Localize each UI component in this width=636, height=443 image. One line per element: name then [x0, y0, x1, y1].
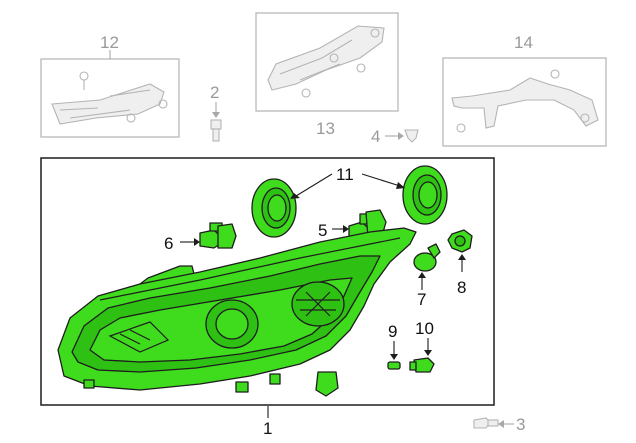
socket-icon: [413, 357, 435, 373]
headlamp-assembly-frame: [40, 157, 495, 406]
callout-9: 9: [388, 322, 397, 341]
callout-4: 4: [371, 127, 380, 146]
callout-14: 14: [514, 33, 533, 52]
callout-8: 8: [457, 278, 466, 297]
part-1-headlamp-assembly[interactable]: [57, 227, 417, 397]
bolt-icon: [370, 28, 380, 38]
part-12-bracket[interactable]: [40, 58, 180, 138]
callout-5: 5: [318, 221, 327, 240]
bracket-icon: [267, 25, 385, 91]
bolt-icon: [356, 63, 366, 73]
callout-6: 6: [164, 234, 173, 253]
part-2-bolt[interactable]: [210, 102, 222, 142]
bolt-icon: [550, 69, 560, 79]
part-11-rubber-cap-left[interactable]: [251, 178, 297, 238]
callout-3: 3: [516, 415, 525, 434]
bolt-icon: [210, 119, 222, 130]
callout-1: 1: [263, 419, 272, 438]
socket-icon: [413, 252, 437, 272]
part-10-socket[interactable]: [409, 357, 435, 373]
part-11-rubber-cap-right[interactable]: [402, 165, 448, 225]
bracket-icon: [451, 77, 599, 129]
part-13-bracket[interactable]: [255, 12, 399, 112]
part-4-clip[interactable]: [385, 129, 419, 143]
callout-13: 13: [316, 119, 335, 138]
callout-11: 11: [336, 165, 354, 184]
part-8-socket[interactable]: [447, 229, 473, 253]
part-3-bolt[interactable]: [473, 417, 514, 429]
bolt-icon: [301, 88, 311, 98]
bolt-icon: [126, 113, 136, 123]
callout-2: 2: [210, 83, 219, 102]
callout-12: 12: [100, 33, 119, 52]
bolt-icon: [329, 53, 339, 63]
clip-icon: [404, 129, 419, 143]
part-14-bracket[interactable]: [442, 57, 607, 147]
bulb-icon: [387, 361, 401, 370]
part-7-socket[interactable]: [413, 243, 441, 272]
bulb-icon: [199, 229, 221, 249]
part-9-bulb[interactable]: [387, 361, 401, 370]
bolt-icon: [456, 123, 466, 133]
callout-7: 7: [417, 290, 426, 309]
bolt-icon: [580, 113, 590, 123]
part-6-bulb[interactable]: [199, 222, 237, 249]
callout-10: 10: [415, 319, 434, 338]
bolt-icon: [158, 99, 168, 109]
